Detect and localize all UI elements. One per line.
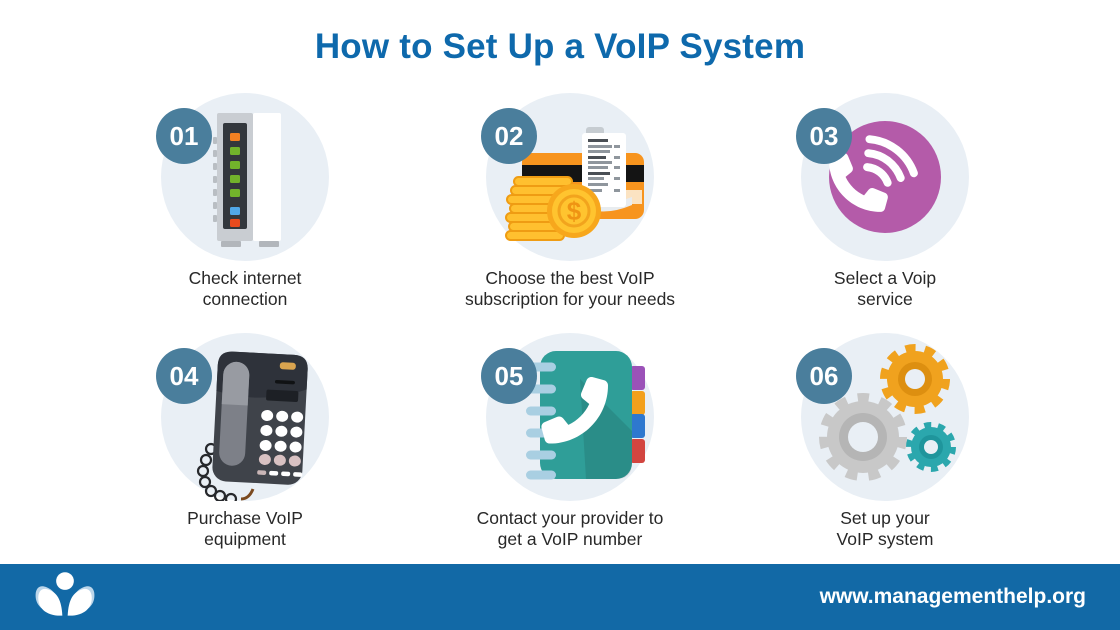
- step-05-number: 05: [494, 360, 524, 391]
- address-book-icon: [526, 351, 645, 480]
- step-03: 03 Select a Voip service: [725, 93, 1045, 311]
- step-05-caption-line1: Contact your provider to: [476, 508, 664, 528]
- step-02-caption: Choose the best VoIP subscription for yo…: [410, 268, 730, 311]
- footer-url-link[interactable]: www.managementhelp.org: [819, 585, 1086, 608]
- step-01-badge: 01: [156, 108, 212, 164]
- desk-phone-icon: [196, 351, 308, 501]
- step-03-caption: Select a Voip service: [725, 268, 1045, 311]
- step-01-caption-line2: connection: [202, 289, 288, 310]
- gears-icon: [819, 344, 956, 481]
- svg-text:$: $: [567, 196, 582, 226]
- step-01-caption-line1: Check internet: [188, 268, 302, 288]
- step-03-badge: 03: [796, 108, 852, 164]
- step-04-bubble: [161, 333, 329, 501]
- step-04-caption: Purchase VoIP equipment: [85, 508, 405, 551]
- step-06-number: 06: [809, 360, 839, 391]
- step-03-caption-line1: Select a Voip: [833, 268, 937, 288]
- step-03-caption-line2: service: [857, 289, 913, 310]
- step-05: 05 Contact your provider to: [410, 333, 730, 551]
- step-01-bubble: [161, 93, 329, 261]
- reader-book-logo-icon: [35, 572, 95, 616]
- step-02-caption-line2: subscription for your needs: [464, 289, 676, 310]
- step-01-caption: Check internet connection: [85, 268, 405, 311]
- step-02: 02: [410, 93, 730, 311]
- step-05-caption: Contact your provider to get a VoIP numb…: [410, 508, 730, 551]
- modem-icon: [213, 113, 281, 247]
- page-title: How to Set Up a VoIP System: [314, 27, 806, 66]
- step-03-bubble: [801, 93, 969, 261]
- step-02-caption-line1: Choose the best VoIP: [485, 268, 655, 288]
- step-02-number: 02: [494, 120, 524, 151]
- voip-service-icon: [829, 121, 941, 233]
- step-06-caption-line1: Set up your: [840, 508, 930, 528]
- footer-bar: www.managementhelp.org: [0, 564, 1120, 630]
- step-04-caption-line1: Purchase VoIP: [187, 508, 303, 528]
- step-04-caption-line2: equipment: [204, 529, 286, 550]
- step-06-caption-line2: VoIP system: [836, 529, 934, 550]
- billing-icon: $: [505, 127, 644, 241]
- step-04: 04: [85, 333, 405, 551]
- step-02-badge: 02: [481, 108, 537, 164]
- step-06-badge: 06: [796, 348, 852, 404]
- step-05-badge: 05: [481, 348, 537, 404]
- step-04-badge: 04: [156, 348, 212, 404]
- step-04-number: 04: [169, 360, 199, 391]
- step-06-caption: Set up your VoIP system: [725, 508, 1045, 551]
- step-01-number: 01: [169, 120, 199, 151]
- step-06: 06 Set up your VoIP system: [725, 333, 1045, 551]
- step-05-caption-line2: get a VoIP number: [497, 529, 643, 550]
- step-01: 01: [85, 93, 405, 311]
- step-05-bubble: [486, 333, 654, 501]
- step-03-number: 03: [809, 120, 839, 151]
